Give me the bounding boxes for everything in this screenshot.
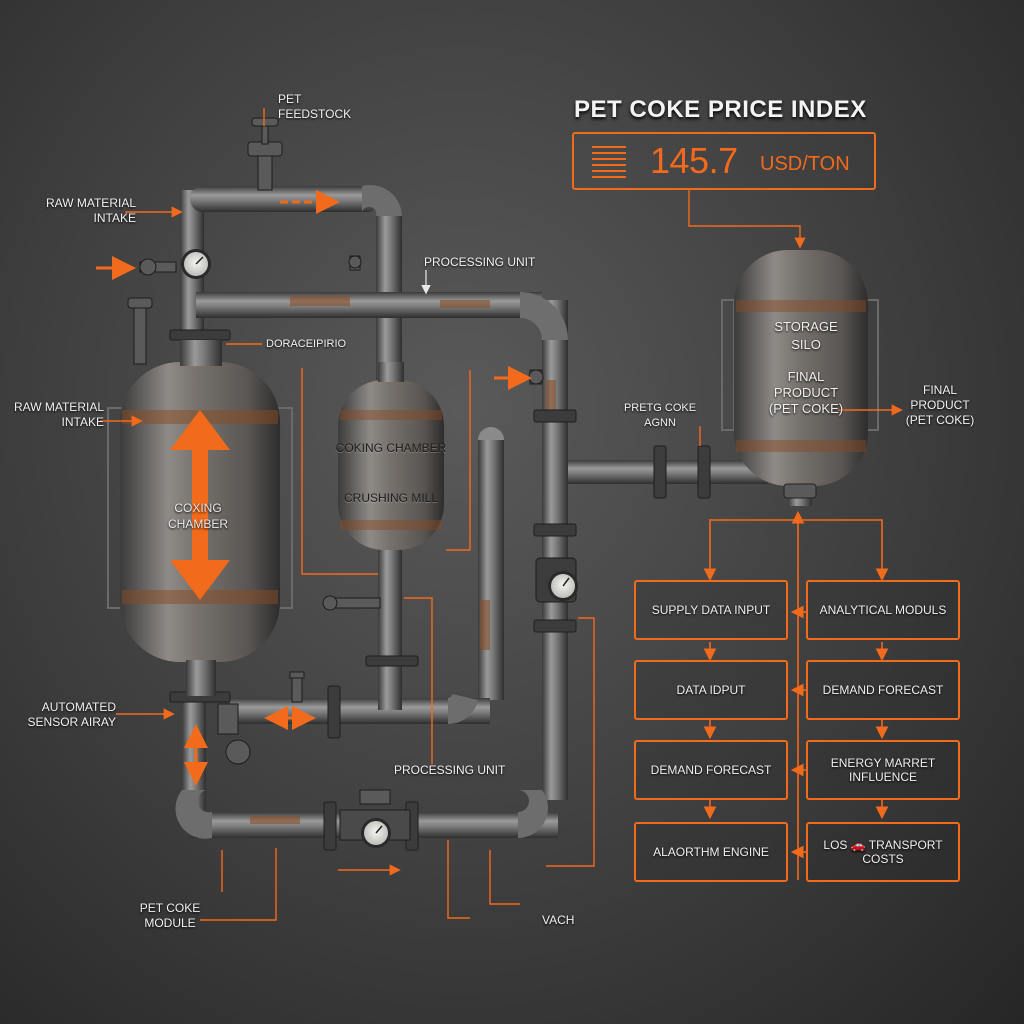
label-final-product: FINAL PRODUCT (PET COKE) bbox=[905, 383, 975, 427]
pipe-elbow bbox=[175, 790, 212, 839]
flow-box-data-idput: DATA IDPUT bbox=[634, 660, 788, 720]
rust-stains bbox=[250, 296, 556, 824]
callout-lines bbox=[100, 108, 903, 921]
label-pet-coke-module: PET COKE MODULE bbox=[139, 901, 201, 930]
vessel-label-coking-chamber: COKING CHAMBER bbox=[335, 441, 447, 455]
pressure-gauge-icon bbox=[535, 557, 578, 603]
pipe-flanges bbox=[169, 329, 711, 851]
pipe-cap bbox=[478, 427, 504, 440]
flow-box-transport-costs: LOS 🚗 TRANSPORT COSTS bbox=[806, 822, 960, 882]
vertical-double-arrow-icon bbox=[170, 410, 230, 600]
pipe-elbow bbox=[518, 790, 549, 838]
flow-box-energy-market-influence: ENERGY MARRET INFLUENCE bbox=[806, 740, 960, 800]
menu-lines-icon bbox=[592, 146, 626, 178]
vessel-label-coxing-chamber: COXING CHAMBER bbox=[167, 501, 229, 531]
vessel-label-crushing-mill: CRUSHING MILL bbox=[343, 491, 439, 505]
flow-box-demand-forecast-left: DEMAND FORECAST bbox=[634, 740, 788, 800]
pipe-segment bbox=[378, 540, 402, 710]
valve-handle-icon bbox=[247, 117, 283, 191]
flow-box-demand-forecast-right: DEMAND FORECAST bbox=[806, 660, 960, 720]
pipe-elbow bbox=[448, 694, 478, 725]
flowchart-connectors bbox=[703, 510, 889, 880]
label-doracteipirio: DORACEIPIRIO bbox=[266, 338, 347, 350]
pipe-elbow bbox=[362, 184, 402, 216]
flow-box-alaorthm-engine: ALAORTHM ENGINE bbox=[634, 822, 788, 882]
price-index-value: 145.7 bbox=[650, 140, 738, 181]
pipe-segment bbox=[196, 292, 542, 318]
price-index-unit: USD/TON bbox=[760, 153, 850, 175]
pressure-gauge-icon bbox=[181, 249, 211, 279]
label-automated-sensor-array: AUTOMATED SENSOR AIRAY bbox=[27, 700, 116, 729]
pressure-gauge-icon bbox=[339, 809, 411, 848]
pipe-segment bbox=[190, 186, 380, 212]
flow-box-analytical-moduls: ANALYTICAL MODULS bbox=[806, 580, 960, 640]
crushing-mill-tank bbox=[338, 362, 444, 550]
pipe-segment bbox=[542, 300, 568, 800]
flow-box-supply-data-input: SUPPLY DATA INPUT bbox=[634, 580, 788, 640]
price-index-panel: 145.7 USD/TON bbox=[572, 132, 876, 190]
label-raw-material-intake-left: RAW MATERIAL INTAKE bbox=[13, 400, 104, 429]
price-index-title: PET COKE PRICE INDEX bbox=[574, 96, 867, 123]
label-processing-unit-bottom: PROCESSING UNIT bbox=[394, 763, 506, 777]
flow-arrows bbox=[96, 190, 532, 786]
label-pretg-coke-agnn: PRETG COKE AGNN bbox=[623, 402, 697, 429]
pipe-elbow bbox=[520, 292, 568, 340]
valve-handle-icon bbox=[127, 255, 544, 805]
label-processing-unit-top: PROCESSING UNIT bbox=[424, 255, 536, 269]
storage-silo-tank bbox=[721, 250, 879, 499]
label-vach: VACH bbox=[542, 913, 575, 927]
vessel-label-silo-final-product: FINAL PRODUCT (PET COKE) bbox=[768, 369, 844, 416]
pipe-segment bbox=[478, 440, 504, 700]
vessel-label-storage-silo: STORAGE SILO bbox=[774, 319, 838, 352]
label-pet-feedstock: PET FEEDSTOCK bbox=[278, 92, 352, 121]
pipe-segment bbox=[568, 460, 768, 484]
label-raw-material-intake-top: RAW MATERIAL INTAKE bbox=[45, 196, 136, 225]
